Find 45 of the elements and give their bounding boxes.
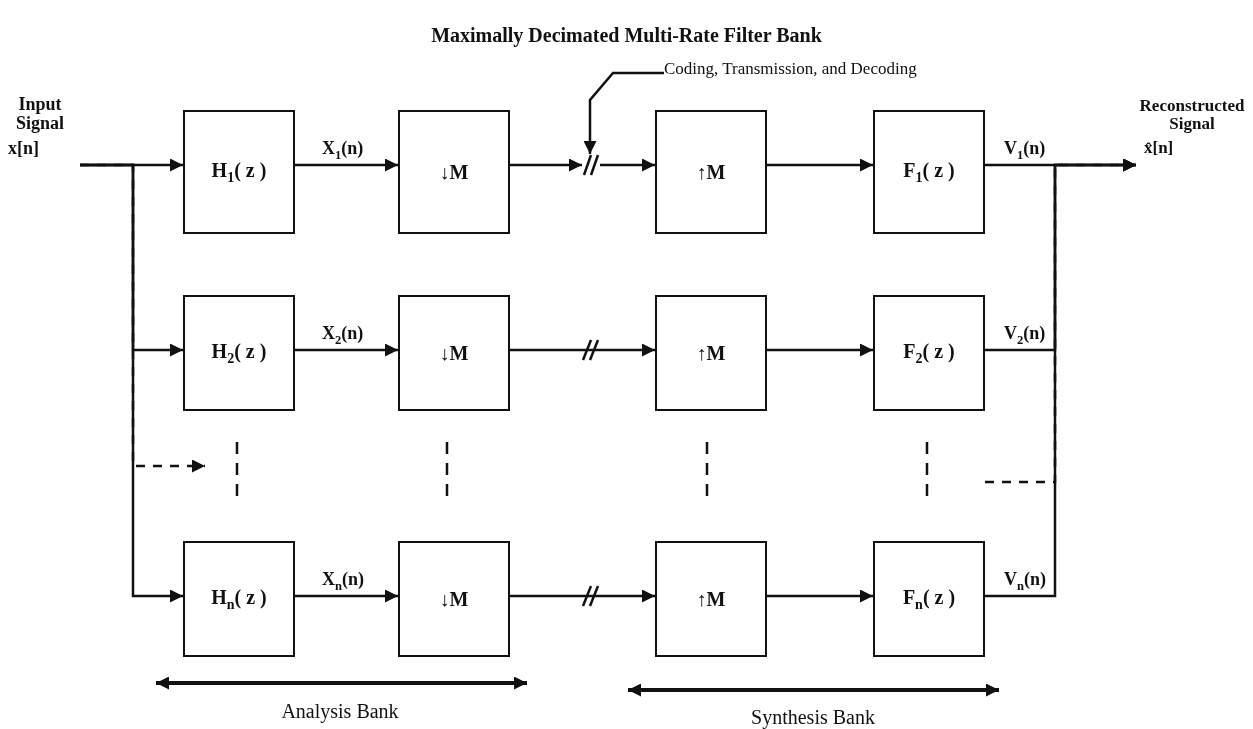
signal-arrow <box>510 158 582 172</box>
bank-label: Synthesis Bank <box>750 706 876 729</box>
block-label: ↑M <box>696 587 726 611</box>
signal-arrow <box>295 343 398 357</box>
block-box <box>655 541 767 657</box>
block-label: ↓M <box>439 160 469 184</box>
block-box <box>398 110 510 234</box>
signal-arrow <box>767 343 873 357</box>
signal-name: x̂[n] <box>1144 138 1174 157</box>
signal-caption: Input Signal <box>15 95 65 133</box>
bank-label: Analysis Bank <box>280 700 400 723</box>
block-label: ↓M <box>439 341 469 365</box>
block-box <box>183 541 295 657</box>
block-label: F$_{2}$( z ) <box>903 339 955 367</box>
block-label: ↑M <box>696 341 726 365</box>
block-box <box>873 295 985 411</box>
signal-arrow <box>767 158 873 172</box>
block-box <box>183 295 295 411</box>
block-label: F$_{n}$( z ) <box>902 585 956 613</box>
block-box <box>655 295 767 411</box>
signal-arrow <box>767 589 873 603</box>
block-box <box>398 295 510 411</box>
annotation-text: Coding, Transmission, and Decoding <box>664 60 918 78</box>
block-box <box>655 110 767 234</box>
block-label: H$_{2}$( z ) <box>211 339 267 367</box>
block-label: H$_{1}$( z ) <box>211 158 267 186</box>
diagram-title: Maximally Decimated Multi-Rate Filter Bank <box>430 24 823 47</box>
signal-caption: Reconstructed Signal <box>1138 97 1246 133</box>
signal-arrow <box>985 158 1136 484</box>
block-box <box>183 110 295 234</box>
block-label: F$_{1}$( z ) <box>903 158 955 186</box>
leader-line <box>583 71 664 154</box>
block-label: H$_{n}$( z ) <box>211 585 267 613</box>
signal-arrow <box>80 163 205 473</box>
signal-arrow <box>600 158 655 172</box>
signal-name: x[n] <box>8 138 39 158</box>
block-label: ↓M <box>439 587 469 611</box>
signal-arrow <box>295 589 398 603</box>
signal-arrow <box>295 158 398 172</box>
signal-arrow <box>510 589 655 603</box>
block-box <box>873 110 985 234</box>
block-box <box>873 541 985 657</box>
signal-arrow <box>510 343 655 357</box>
block-label: ↑M <box>696 160 726 184</box>
block-box <box>398 541 510 657</box>
